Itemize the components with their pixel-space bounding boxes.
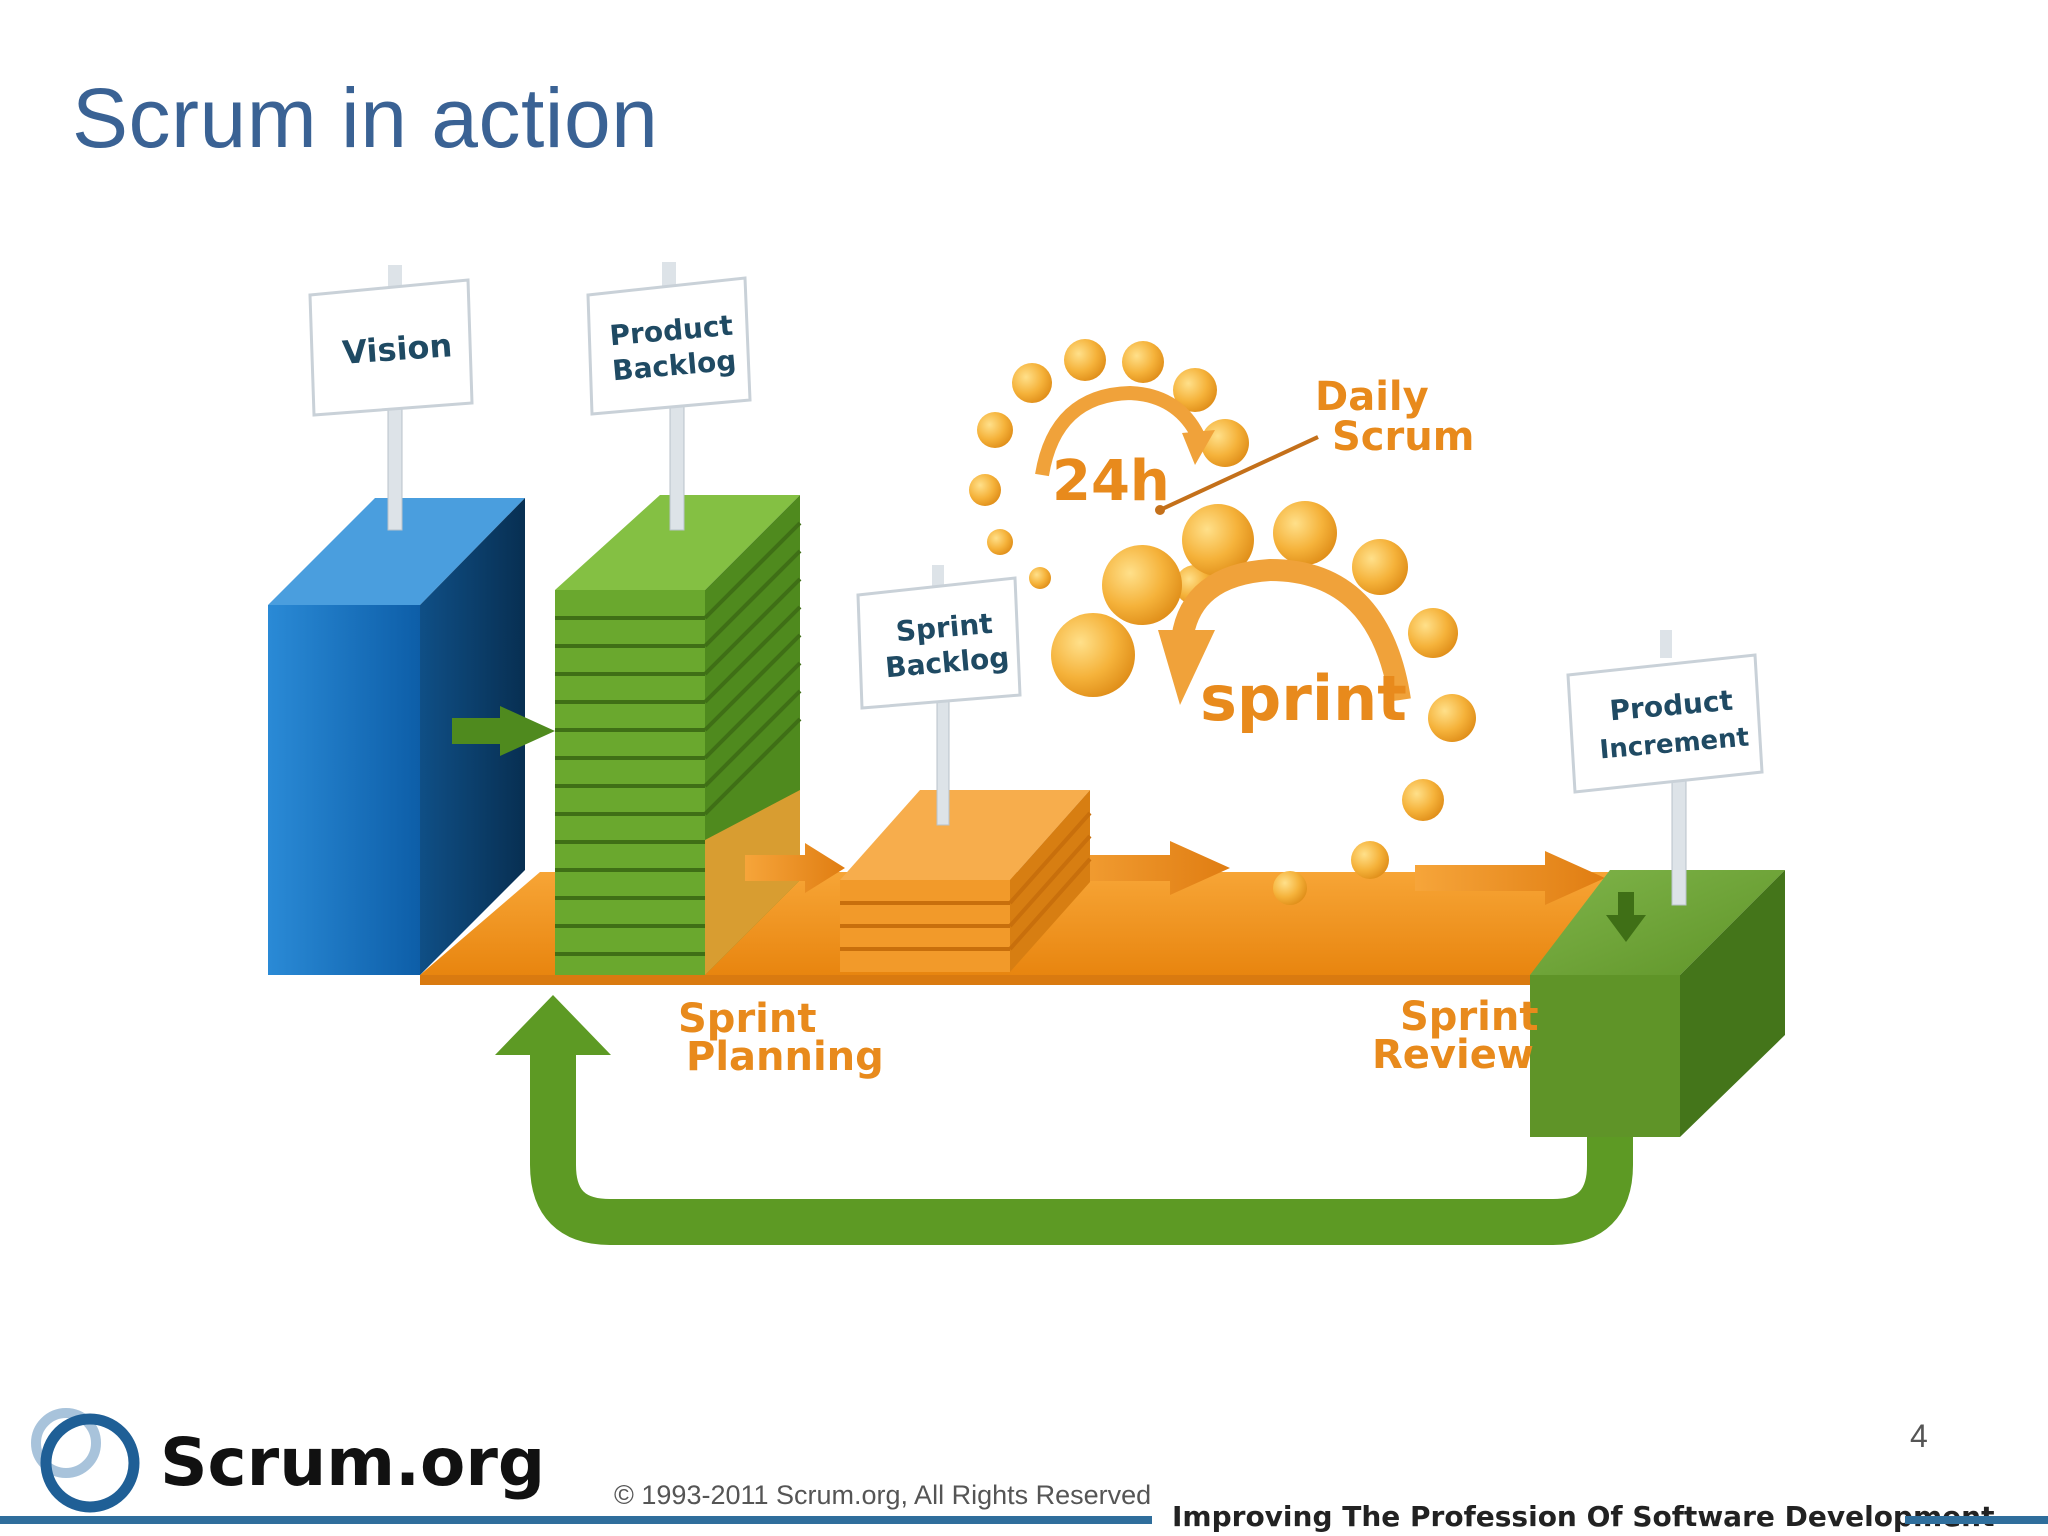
cycle-24h-label: 24h <box>1052 449 1170 514</box>
vision-block <box>268 498 525 975</box>
sprint-cycle-balls <box>969 339 1476 905</box>
vision-to-backlog-arrow <box>452 706 555 756</box>
footer-bar-left <box>0 1516 1152 1524</box>
scrum-org-logo-icon <box>31 1408 140 1513</box>
page-number: 4 <box>1910 1418 1928 1454</box>
copyright-text: © 1993-2011 Scrum.org, All Rights Reserv… <box>614 1480 1152 1510</box>
logo-text: Scrum.org <box>160 1424 546 1501</box>
daily-scrum-label-line1: Daily <box>1315 374 1429 420</box>
product-increment-box <box>1530 870 1785 1137</box>
sprint-planning-label-line2: Planning <box>686 1034 884 1080</box>
product-backlog-stack <box>555 495 802 975</box>
sign-product-increment: Product Increment <box>1566 630 1764 906</box>
sign-product-backlog: Product Backlog <box>586 262 752 531</box>
sign-sprint-backlog: Sprint Backlog <box>856 565 1022 826</box>
slide-title: Scrum in action <box>72 71 659 165</box>
footer-tagline: Improving The Profession Of Software Dev… <box>1172 1500 1995 1533</box>
daily-scrum-label-line2: Scrum <box>1332 414 1474 460</box>
sprint-review-label-line1: Sprint <box>1400 994 1538 1040</box>
sign-vision: Vision <box>308 265 474 531</box>
footer-bar-right <box>1905 1516 2048 1524</box>
sprint-backlog-stack <box>840 790 1092 972</box>
sprint-planning-label-line1: Sprint <box>678 996 816 1042</box>
sprint-review-label-line2: Review <box>1372 1032 1534 1078</box>
vision-sign-label: Vision <box>341 326 453 372</box>
feedback-loop-arrow <box>495 995 1633 1245</box>
track-arrows <box>745 841 1605 905</box>
sprint-label: sprint <box>1200 662 1407 735</box>
